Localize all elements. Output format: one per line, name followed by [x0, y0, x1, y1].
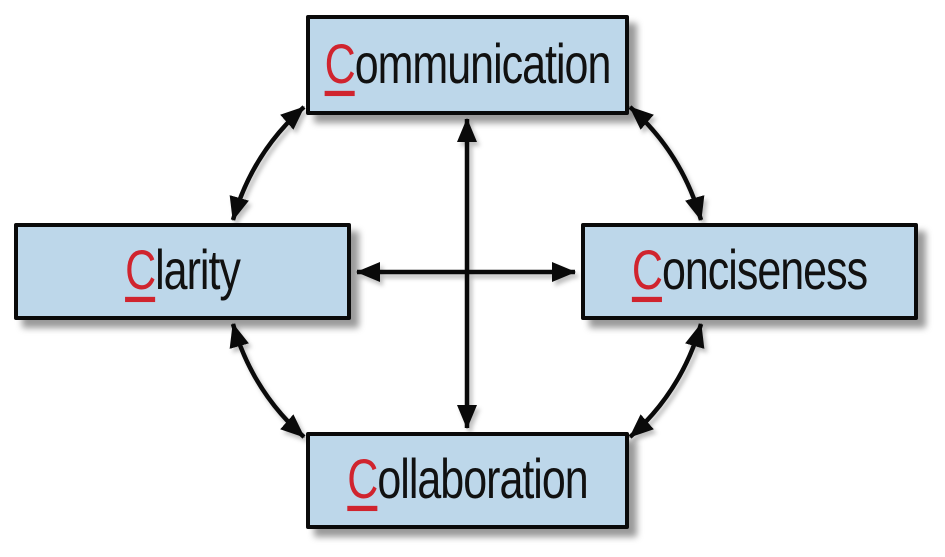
- node-clarity-label: Clarity: [125, 243, 241, 300]
- arrow-clarity-collaboration: [229, 323, 306, 439]
- node-conciseness-rest: onciseness: [661, 239, 868, 303]
- node-communication-label: Communication: [325, 36, 612, 93]
- node-communication-rest: ommunication: [354, 33, 612, 96]
- node-clarity-rest: larity: [155, 239, 241, 303]
- node-clarity-initial: C: [125, 239, 156, 303]
- node-collaboration-initial: C: [347, 448, 378, 512]
- node-communication-initial: C: [324, 33, 356, 96]
- node-collaboration: Collaboration: [306, 432, 629, 529]
- arrow-communication-clarity: [229, 105, 306, 221]
- node-conciseness: Conciseness: [581, 223, 918, 320]
- node-communication: Communication: [306, 15, 629, 115]
- node-collaboration-label: Collaboration: [347, 452, 588, 509]
- arrow-conciseness-collaboration: [628, 323, 705, 439]
- node-collaboration-rest: ollaboration: [377, 448, 588, 512]
- node-conciseness-initial: C: [631, 239, 663, 303]
- arrow-communication-conciseness: [628, 105, 705, 221]
- node-conciseness-label: Conciseness: [632, 243, 868, 300]
- node-clarity: Clarity: [14, 223, 351, 320]
